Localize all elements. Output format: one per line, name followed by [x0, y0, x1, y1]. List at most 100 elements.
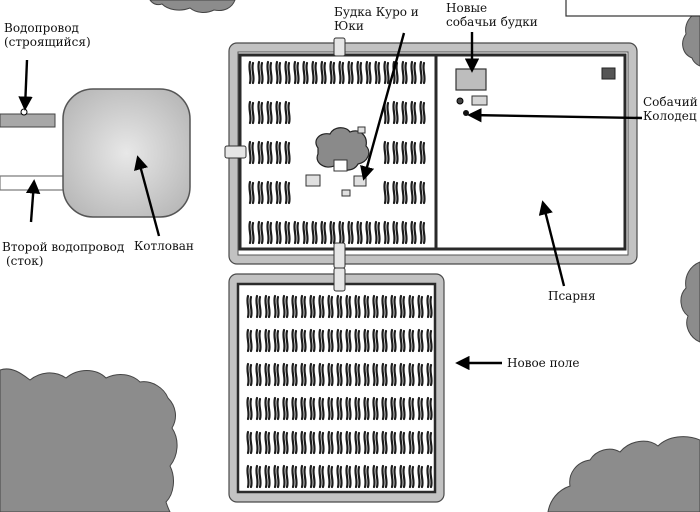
crop-plant	[345, 294, 352, 319]
crop-plant	[282, 294, 289, 319]
crop-plant	[381, 396, 388, 421]
crop-plant	[390, 328, 397, 353]
crop-plant	[408, 328, 415, 353]
arrow-psarnya	[538, 200, 566, 287]
crop-plant	[381, 464, 388, 489]
crop-plant	[282, 464, 289, 489]
crop-plant	[318, 396, 325, 421]
crop-plant	[275, 220, 282, 245]
crop-plant	[401, 220, 408, 245]
crop-plant	[293, 60, 300, 85]
crop-plant	[410, 140, 417, 165]
crop-plant	[392, 180, 399, 205]
crop-plant	[372, 396, 379, 421]
crop-plant	[426, 464, 433, 489]
label-kennel-kuro-yuki-line2: Юки	[334, 19, 364, 33]
label-pit: Котлован	[134, 239, 194, 253]
crop-plant	[417, 396, 424, 421]
crop-plant	[291, 328, 298, 353]
crop-plant	[354, 396, 361, 421]
crop-plant	[255, 328, 262, 353]
crop-plant	[392, 220, 399, 245]
crop-plant	[318, 362, 325, 387]
crop-plant	[264, 362, 271, 387]
crop-plant	[356, 60, 363, 85]
crop-plant	[327, 328, 334, 353]
crop-plant	[309, 396, 316, 421]
psarnya-border	[434, 53, 627, 251]
crop-plant	[264, 464, 271, 489]
crop-plant	[374, 220, 381, 245]
annotation-arrows	[18, 32, 643, 371]
crop-plant	[345, 430, 352, 455]
crop-plant	[246, 430, 253, 455]
crop-plant	[282, 430, 289, 455]
crop-plant	[266, 180, 273, 205]
label-new-kennels-line1: Новые	[446, 1, 488, 15]
crop-plant	[257, 100, 264, 125]
arrow-water-pipe	[18, 59, 33, 111]
crop-plant	[354, 362, 361, 387]
crop-plant	[426, 294, 433, 319]
gate-top	[333, 37, 346, 57]
crop-plant	[417, 430, 424, 455]
crop-plant	[275, 100, 282, 125]
crop-plant	[399, 430, 406, 455]
crop-plant	[318, 464, 325, 489]
crop-plant	[273, 328, 280, 353]
crop-plant	[300, 362, 307, 387]
crop-plant	[408, 362, 415, 387]
crop-plant	[273, 464, 280, 489]
crop-plant	[284, 180, 291, 205]
crop-plant	[347, 220, 354, 245]
crop-plant	[336, 294, 343, 319]
forest-right-mid	[680, 261, 700, 343]
crop-plant	[284, 100, 291, 125]
label-new-kennels: Новые собачьи будки	[446, 1, 538, 29]
crop-plant	[255, 294, 262, 319]
crop-plant	[246, 464, 253, 489]
crop-plant	[345, 464, 352, 489]
crop-plant	[273, 294, 280, 319]
crop-plant	[399, 396, 406, 421]
crop-plant	[417, 294, 424, 319]
kennel-box-2	[353, 175, 367, 187]
crop-plant	[291, 430, 298, 455]
crop-plant	[363, 396, 370, 421]
label-dog-well-line2: Колодец	[643, 109, 697, 123]
crop-plant	[419, 220, 426, 245]
crop-plant	[410, 180, 417, 205]
crop-plant	[392, 140, 399, 165]
arrow-pit	[134, 155, 161, 237]
crop-plant	[318, 294, 325, 319]
crop-plant	[273, 430, 280, 455]
crop-plant	[291, 464, 298, 489]
crop-plant	[257, 140, 264, 165]
crop-plant	[336, 396, 343, 421]
crop-plant	[327, 430, 334, 455]
crop-plant	[426, 362, 433, 387]
crop-plant	[390, 362, 397, 387]
crop-plant	[248, 100, 255, 125]
crop-plant	[266, 60, 273, 85]
crop-plant	[419, 140, 426, 165]
crop-plant	[390, 430, 397, 455]
crop-plant	[302, 220, 309, 245]
crop-plant	[257, 180, 264, 205]
crop-plant	[264, 294, 271, 319]
crop-plant	[327, 294, 334, 319]
new-kennel-small	[471, 95, 488, 106]
crop-plant	[372, 328, 379, 353]
crop-plant	[282, 362, 289, 387]
crop-plant	[417, 464, 424, 489]
crop-plant	[354, 328, 361, 353]
lower-field	[228, 267, 445, 503]
crop-plant	[246, 328, 253, 353]
crop-plant	[363, 430, 370, 455]
kennel-box-right	[601, 67, 616, 80]
gate-left	[224, 145, 247, 159]
crop-plant	[419, 100, 426, 125]
building-corner-top-right	[565, 0, 700, 17]
crop-plant	[399, 362, 406, 387]
